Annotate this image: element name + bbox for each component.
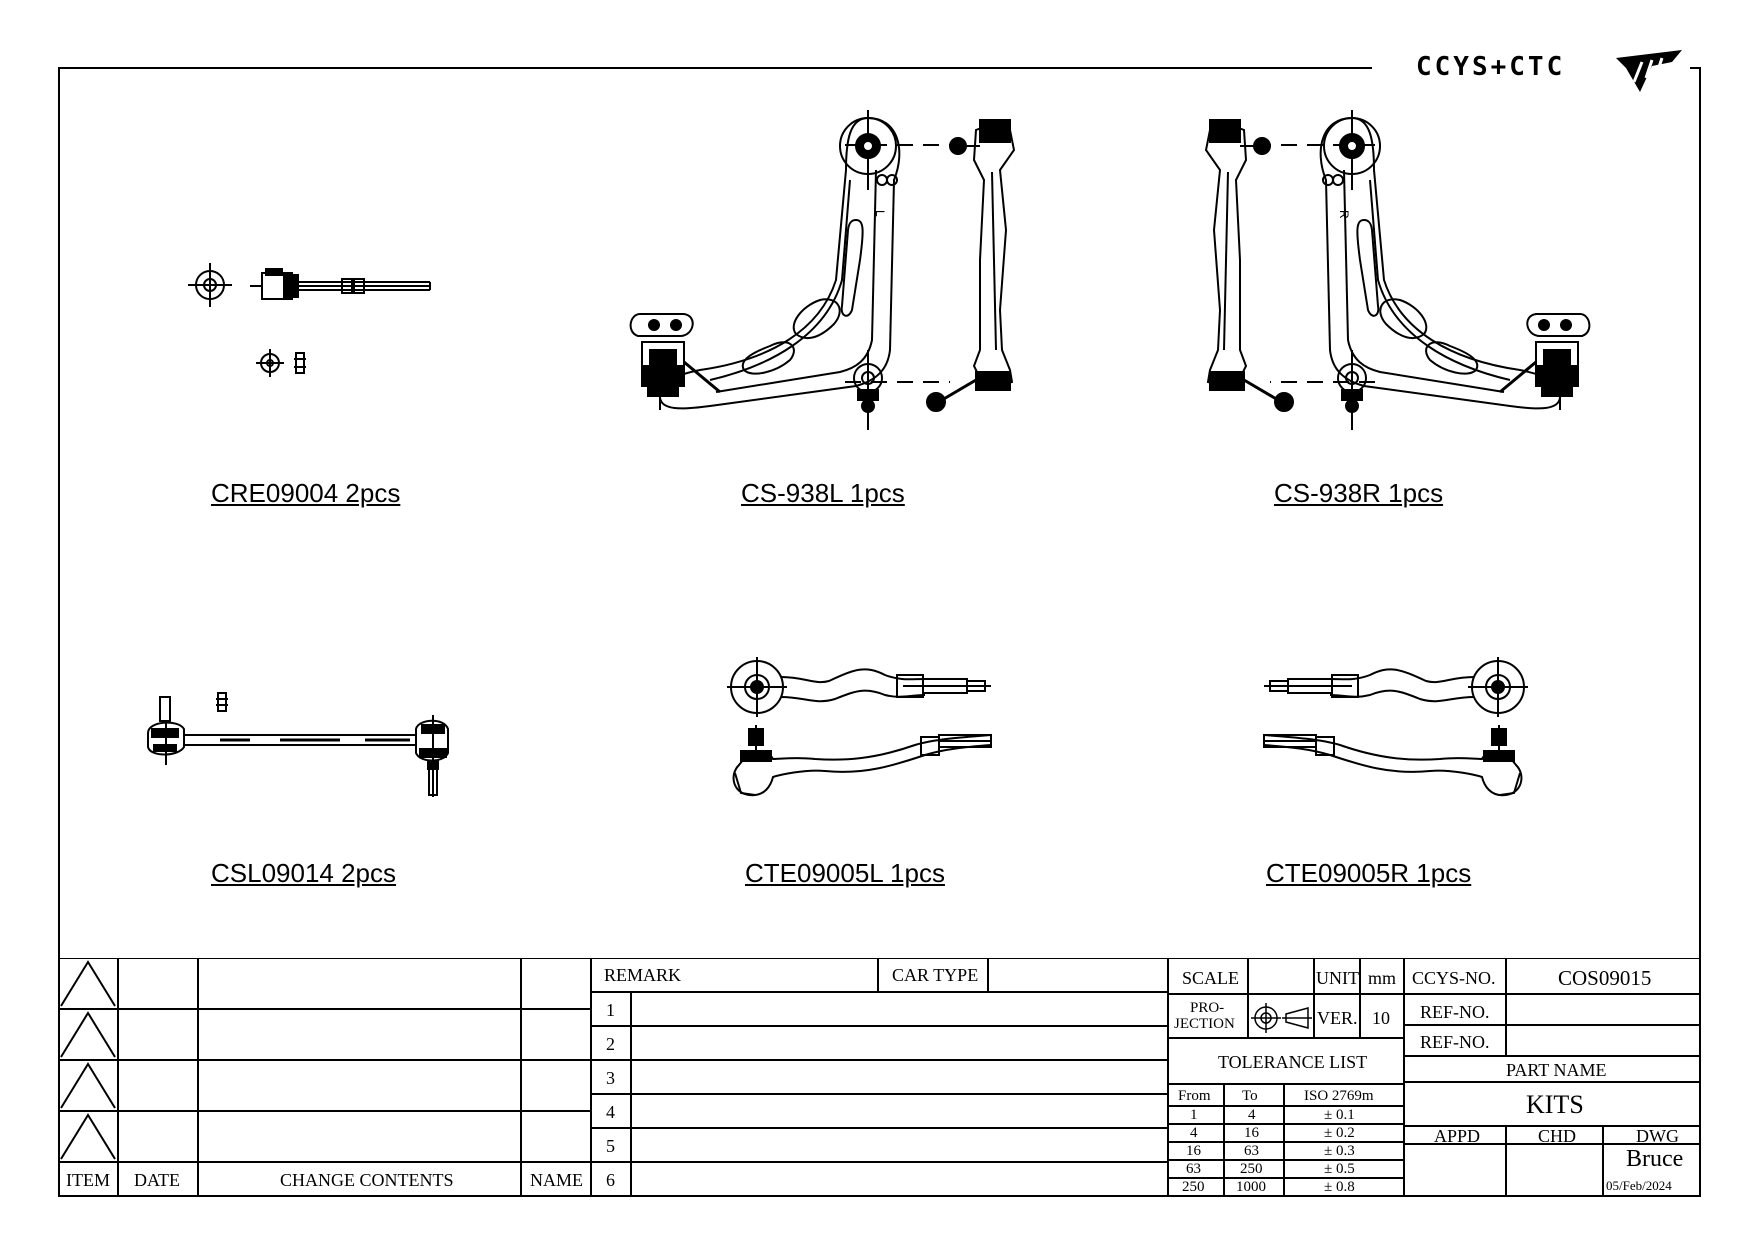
- unit-label: UNIT: [1316, 968, 1359, 988]
- ref-no-label-2: REF-NO.: [1420, 1032, 1490, 1052]
- ver-label: VER.: [1317, 1008, 1358, 1028]
- tolerance-header-iso: ISO 2769m: [1304, 1088, 1374, 1104]
- remark-label: REMARK: [604, 965, 682, 985]
- tolerance-header-from: From: [1178, 1088, 1211, 1104]
- car-type-label: CAR TYPE: [892, 965, 979, 985]
- dwg-label: DWG: [1636, 1126, 1679, 1146]
- part-label-cte09005l: CTE09005L 1pcs: [745, 858, 945, 888]
- col-header-change-contents: CHANGE CONTENTS: [280, 1170, 454, 1190]
- logo-emblem-icon: [1616, 50, 1682, 92]
- col-header-name: NAME: [530, 1170, 583, 1190]
- tolerance-row-2-to: 16: [1244, 1125, 1259, 1141]
- part-label-cte09005r: CTE09005R 1pcs: [1266, 858, 1472, 888]
- projection-symbol-icon: [1251, 1003, 1312, 1033]
- cte09005r-drawing: [1263, 657, 1528, 797]
- tolerance-row-4-from: 63: [1186, 1161, 1201, 1177]
- part-label-cs938l: CS-938L 1pcs: [741, 478, 905, 508]
- cs938r-drawing: R: [1204, 110, 1591, 430]
- arm-mark-right: R: [1337, 210, 1351, 219]
- cre09004-drawing: [188, 263, 431, 377]
- ccys-no-label: CCYS-NO.: [1412, 968, 1496, 988]
- remark-row-5: 5: [606, 1136, 615, 1156]
- drawing-frame: [58, 67, 1701, 1197]
- unit-value: mm: [1368, 968, 1397, 988]
- tolerance-row-1-value: ± 0.1: [1324, 1107, 1355, 1123]
- tolerance-row-4-value: ± 0.5: [1324, 1161, 1355, 1177]
- tolerance-row-4-to: 250: [1240, 1161, 1263, 1177]
- tolerance-row-1-to: 4: [1248, 1107, 1256, 1123]
- part-label-cs938r: CS-938R 1pcs: [1274, 478, 1444, 508]
- ref-no-label-1: REF-NO.: [1420, 1002, 1490, 1022]
- remark-row-4: 4: [606, 1102, 615, 1122]
- title-block-grid: [58, 958, 1701, 1197]
- tolerance-row-5-value: ± 0.8: [1324, 1179, 1355, 1195]
- tolerance-row-3-to: 63: [1244, 1143, 1259, 1159]
- remark-row-1: 1: [606, 1000, 615, 1020]
- tolerance-row-2-from: 4: [1190, 1125, 1198, 1141]
- title-block: ITEM DATE CHANGE CONTENTS NAME REMARK CA…: [58, 958, 1701, 1197]
- tolerance-title: TOLERANCE LIST: [1218, 1052, 1368, 1072]
- tolerance-row-3-from: 16: [1186, 1143, 1201, 1159]
- tolerance-row-2-value: ± 0.2: [1324, 1125, 1355, 1141]
- tolerance-header-to: To: [1242, 1088, 1258, 1104]
- tolerance-row-3-value: ± 0.3: [1324, 1143, 1355, 1159]
- cte09005l-drawing: [727, 657, 992, 797]
- projection-label-line2: JECTION: [1174, 1016, 1235, 1032]
- cs938l-drawing: L: [629, 110, 1016, 430]
- part-label-csl09014: CSL09014 2pcs: [211, 858, 397, 888]
- ver-value: 10: [1372, 1008, 1390, 1028]
- csl09014-drawing: [147, 692, 449, 797]
- part-name-value: KITS: [1526, 1090, 1584, 1119]
- scale-label: SCALE: [1182, 968, 1240, 988]
- col-header-item: ITEM: [66, 1170, 110, 1190]
- ccys-no-value: COS09015: [1558, 966, 1652, 990]
- appd-label: APPD: [1434, 1126, 1481, 1146]
- arm-mark-left: L: [873, 210, 887, 217]
- chd-label: CHD: [1538, 1126, 1577, 1146]
- remark-row-2: 2: [606, 1034, 615, 1054]
- tolerance-row-5-from: 250: [1182, 1179, 1205, 1195]
- col-header-date: DATE: [134, 1170, 180, 1190]
- projection-label-line1: PRO-: [1190, 1000, 1225, 1016]
- part-name-label: PART NAME: [1506, 1060, 1607, 1080]
- part-label-cre09004: CRE09004 2pcs: [211, 478, 401, 508]
- logo-text: CCYS+CTC: [1416, 52, 1566, 82]
- tolerance-row-5-to: 1000: [1236, 1179, 1266, 1195]
- dwg-date: 05/Feb/2024: [1606, 1178, 1672, 1193]
- remark-row-3: 3: [606, 1068, 615, 1088]
- remark-row-6: 6: [606, 1170, 615, 1190]
- tolerance-row-1-from: 1: [1190, 1107, 1198, 1123]
- brand-logo: CCYS+CTC: [1372, 48, 1690, 96]
- dwg-name: Bruce: [1626, 1146, 1684, 1172]
